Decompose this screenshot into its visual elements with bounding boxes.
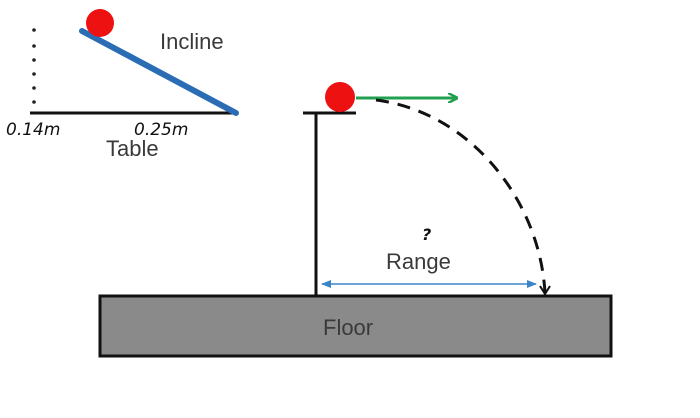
floor: Floor: [98, 294, 613, 358]
floor-block: [98, 294, 613, 358]
launch-setup: [303, 82, 545, 296]
ball-at-edge: [325, 82, 355, 112]
incline-height-annotation: 0.14m: [6, 120, 60, 140]
incline-label: Incline: [160, 29, 224, 54]
floor-label: Floor: [323, 315, 373, 340]
range-measure: Range ?: [321, 225, 537, 288]
range-label: Range: [386, 249, 451, 274]
incline-length-annotation: 0.25m: [134, 120, 188, 140]
trajectory-path: [375, 98, 545, 293]
ball-on-incline: [86, 9, 114, 37]
incline-ramp: [79, 28, 239, 116]
unknown-range-mark: ?: [422, 225, 431, 244]
height-dotted-line: [32, 28, 36, 104]
incline-setup: Incline Table 0.14m 0.25m: [6, 9, 239, 161]
table-label: Table: [106, 136, 159, 161]
